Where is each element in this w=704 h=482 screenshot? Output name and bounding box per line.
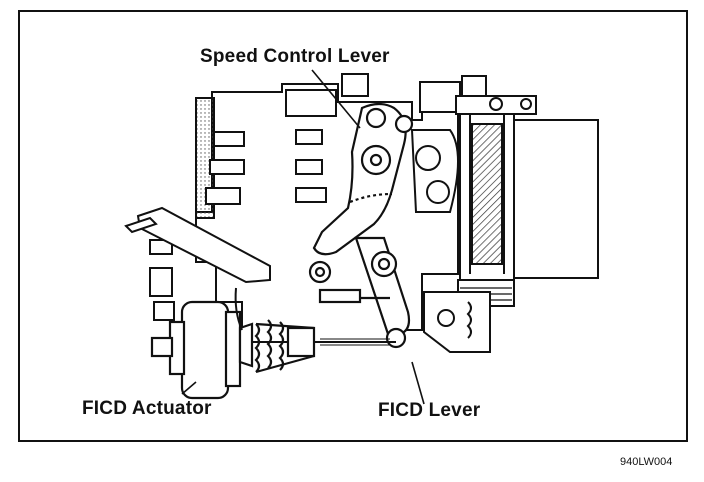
speed-control-lever-label: Speed Control Lever: [200, 46, 390, 67]
left-bolts: [149, 129, 327, 321]
speed-control-lever: [308, 102, 414, 284]
right-mount: [423, 291, 491, 353]
figure-frame: Speed Control Lever FICD Actuator FICD L…: [18, 10, 688, 442]
ficd-actuator-label: FICD Actuator: [82, 398, 212, 419]
figure-code: 940LW004: [620, 456, 673, 468]
ficd-lever-label: FICD Lever: [378, 400, 481, 421]
pump-diagram: [124, 69, 599, 405]
ficd-actuator: [150, 300, 316, 400]
leader-lines: [181, 69, 425, 405]
housing-plate: [410, 129, 459, 213]
governor-housing: [455, 95, 599, 307]
throttle-cable-bracket: [124, 206, 271, 331]
